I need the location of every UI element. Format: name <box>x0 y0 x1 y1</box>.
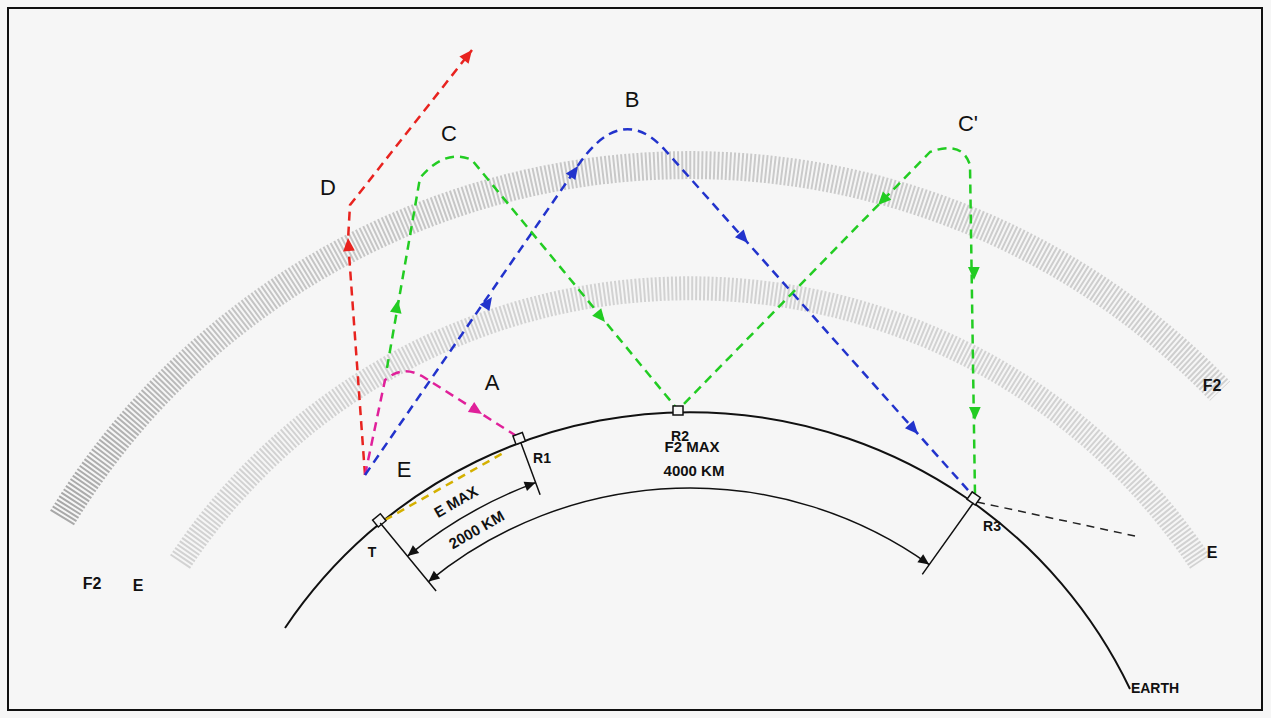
arrowhead <box>343 238 355 251</box>
e-layer-band <box>180 288 1200 562</box>
ray-label: E <box>397 459 412 481</box>
earth-surface <box>285 412 1130 689</box>
arrowhead <box>408 545 420 556</box>
arrowhead <box>905 420 918 434</box>
dimension-value: 2000 KM <box>446 508 506 551</box>
arrowhead <box>878 192 891 205</box>
arrowhead <box>969 407 981 420</box>
layer-label: F2 <box>83 576 102 592</box>
continuing-ray <box>977 502 1135 536</box>
layer-label: E <box>133 578 144 594</box>
arrowhead <box>468 402 482 414</box>
arrowhead <box>459 50 472 64</box>
arrowhead <box>592 308 605 322</box>
ray-label: A <box>485 372 500 394</box>
station-label: R3 <box>983 519 1001 533</box>
arrowhead <box>480 297 492 311</box>
ray-label: D <box>320 177 336 199</box>
dimension-arrowheads <box>408 482 930 582</box>
arrowhead <box>429 571 441 582</box>
layer-label: F2 <box>1203 378 1222 394</box>
ray-label: C' <box>958 113 978 135</box>
arrowheads <box>343 50 981 434</box>
dimension-lines <box>380 442 973 591</box>
arrowhead <box>390 300 402 314</box>
ray-a <box>365 371 518 475</box>
layer-label: E <box>1207 545 1218 561</box>
arrowhead <box>735 229 748 243</box>
f2-layer-band <box>62 165 1220 518</box>
station-label: T <box>368 545 377 559</box>
arrowhead <box>917 554 929 564</box>
stations <box>373 406 981 527</box>
dimension-label: F2 MAX <box>664 439 719 454</box>
arrowhead <box>566 166 578 180</box>
frame <box>8 8 1262 710</box>
ray-label: C <box>441 123 457 145</box>
ray-c <box>387 148 975 495</box>
ray-label: B <box>625 89 640 111</box>
arrowhead <box>524 482 536 491</box>
arrowhead <box>968 267 980 280</box>
earth-label: EARTH <box>1131 681 1179 695</box>
ray-e <box>385 452 505 520</box>
ray-b <box>365 129 975 498</box>
station-label: R1 <box>533 451 551 465</box>
dimension-value: 4000 KM <box>664 463 725 478</box>
